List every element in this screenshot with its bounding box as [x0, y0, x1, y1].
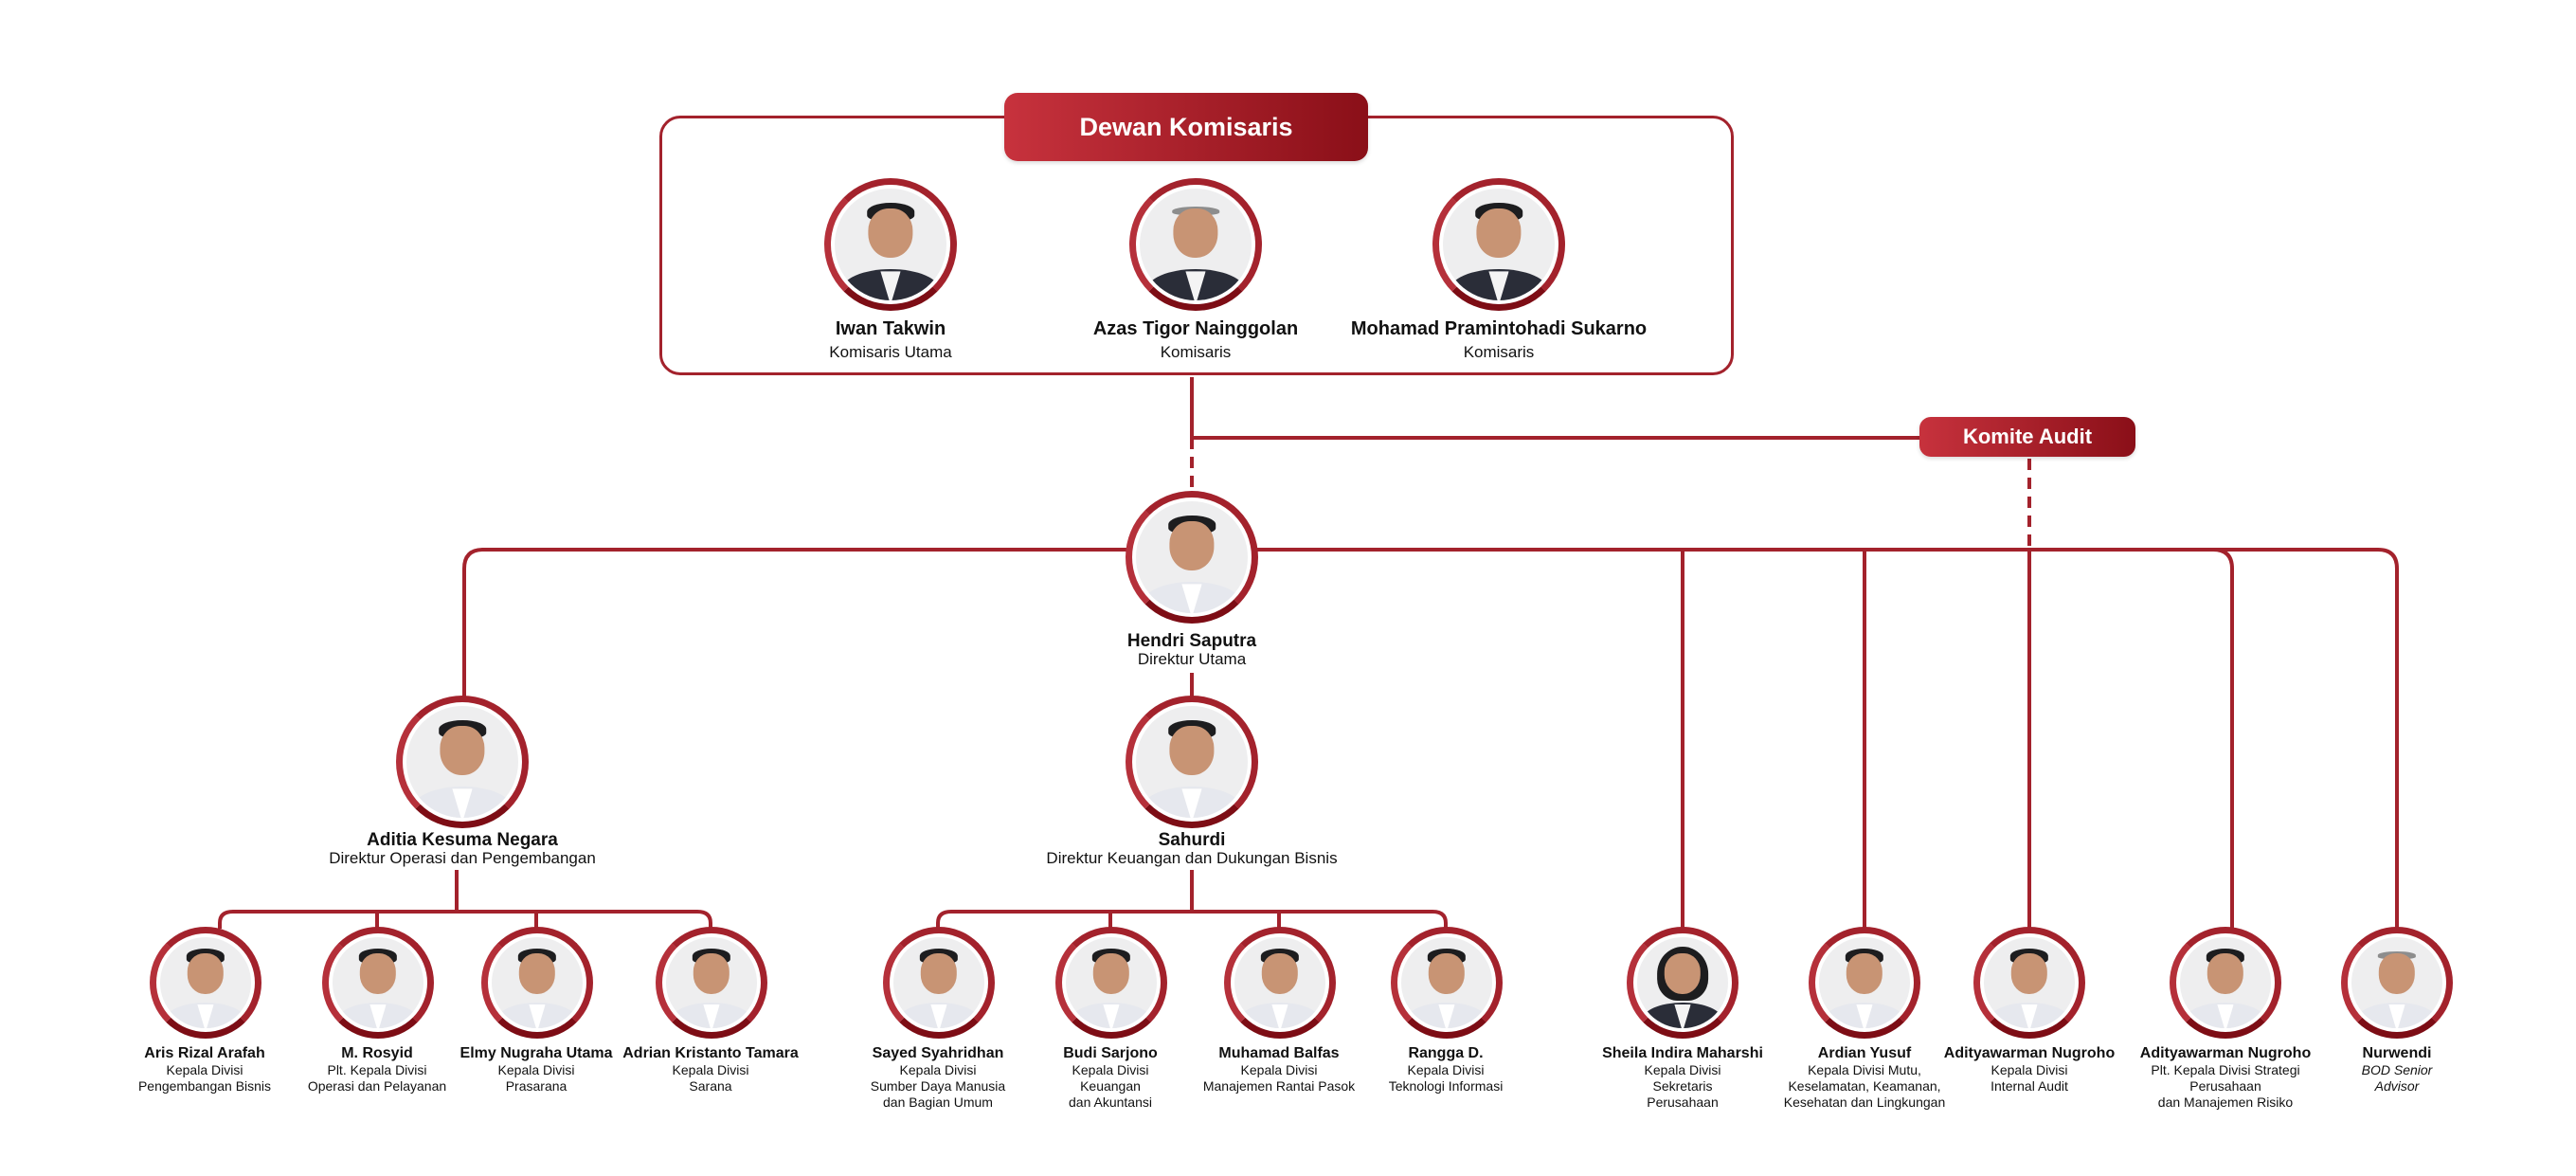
line-div-strategi [2212, 548, 2234, 929]
role-sayed-syahridhan: Kepala Divisi Sumber Daya Manusia dan Ba… [870, 1062, 1006, 1110]
role-iwan-takwin: Komisaris Utama [829, 343, 952, 361]
name-sayed-syahridhan: Sayed Syahridhan [872, 1045, 1004, 1061]
line-main-right [1252, 548, 2399, 929]
avatar-sahurdi [1126, 696, 1258, 828]
role-elmy-nugraha-utama: Kepala Divisi Prasarana [497, 1062, 575, 1094]
name-mohamad-pramintohadi: Mohamad Pramintohadi Sukarno [1350, 318, 1648, 339]
avatar-iwan-takwin [824, 178, 957, 311]
avatar-muhamad-balfas [1224, 927, 1336, 1039]
name-aditia-kesuma-negara: Aditia Kesuma Negara [367, 830, 558, 850]
name-adityawarman-nugroho-audit: Adityawarman Nugroho [1943, 1045, 2116, 1061]
role-budi-sarjono: Kepala Divisi Keuangan dan Akuntansi [1069, 1062, 1152, 1110]
role-adityawarman-nugroho-strategi: Plt. Kepala Divisi Strategi Perusahaan d… [2151, 1062, 2300, 1110]
name-rangga-d: Rangga D. [1408, 1045, 1484, 1061]
role-aris-rizal-arafah: Kepala Divisi Pengembangan Bisnis [137, 1062, 272, 1094]
avatar-hendri-saputra [1126, 491, 1258, 624]
role-sahurdi: Direktur Keuangan dan Dukungan Bisnis [1046, 849, 1338, 867]
avatar-adityawarman-nugroho-strategi [2170, 927, 2281, 1039]
avatar-elmy-nugraha-utama [481, 927, 593, 1039]
name-adityawarman-nugroho-strategi: Adityawarman Nugroho [2139, 1045, 2312, 1061]
avatar-adrian-kristanto-tamara [656, 927, 767, 1039]
line-sahurdi-divs [936, 870, 1448, 929]
name-sahurdi: Sahurdi [1158, 830, 1226, 850]
line-board-audit [1190, 377, 1923, 440]
role-rangga-d: Kepala Divisi Teknologi Informasi [1388, 1062, 1504, 1094]
line-main-left [462, 548, 1133, 703]
name-muhamad-balfas: Muhamad Balfas [1218, 1045, 1340, 1061]
avatar-rangga-d [1391, 927, 1503, 1039]
avatar-mohamad-pramintohadi [1432, 178, 1565, 311]
name-sheila-indira-maharshi: Sheila Indira Maharshi [1602, 1045, 1763, 1061]
avatar-aris-rizal-arafah [150, 927, 261, 1039]
name-adrian-kristanto-tamara: Adrian Kristanto Tamara [622, 1045, 799, 1061]
avatar-aditia-kesuma-negara [396, 696, 529, 828]
role-sheila-indira-maharshi: Kepala Divisi Sekretaris Perusahaan [1644, 1062, 1721, 1110]
avatar-adityawarman-nugroho-audit [1973, 927, 2085, 1039]
name-m-rosyid: M. Rosyid [341, 1045, 413, 1061]
name-iwan-takwin: Iwan Takwin [835, 318, 946, 339]
role-m-rosyid: Plt. Kepala Divisi Operasi dan Pelayanan [307, 1062, 447, 1094]
role-muhamad-balfas: Kepala Divisi Manajemen Rantai Pasok [1202, 1062, 1356, 1094]
role-azas-tigor: Komisaris [1160, 343, 1232, 361]
role-adityawarman-nugroho-audit: Kepala Divisi Internal Audit [1991, 1062, 2068, 1094]
avatar-sayed-syahridhan [883, 927, 995, 1039]
dewan-komisaris-title: Dewan Komisaris [1004, 93, 1368, 161]
role-ardian-yusuf: Kepala Divisi Mutu, Keselamatan, Keamana… [1783, 1062, 1946, 1110]
avatar-m-rosyid [322, 927, 434, 1039]
komite-audit-badge: Komite Audit [1919, 417, 2135, 457]
role-adrian-kristanto-tamara: Kepala Divisi Sarana [672, 1062, 749, 1094]
avatar-sheila-indira-maharshi [1627, 927, 1738, 1039]
name-budi-sarjono: Budi Sarjono [1063, 1045, 1158, 1061]
name-ardian-yusuf: Ardian Yusuf [1817, 1045, 1912, 1061]
role-hendri-saputra: Direktur Utama [1137, 650, 1247, 668]
name-elmy-nugraha-utama: Elmy Nugraha Utama [459, 1045, 613, 1061]
avatar-budi-sarjono [1055, 927, 1167, 1039]
name-azas-tigor: Azas Tigor Nainggolan [1092, 318, 1299, 339]
role-mohamad-pramintohadi: Komisaris [1463, 343, 1535, 361]
role-aditia-kesuma-negara: Direktur Operasi dan Pengembangan [329, 849, 596, 867]
avatar-nurwendi [2341, 927, 2453, 1039]
role-nurwendi: BOD Senior Advisor [2361, 1062, 2433, 1094]
name-aris-rizal-arafah: Aris Rizal Arafah [144, 1045, 265, 1061]
line-aditia-divs [218, 870, 712, 929]
avatar-azas-tigor [1129, 178, 1262, 311]
name-nurwendi: Nurwendi [2362, 1045, 2432, 1061]
name-hendri-saputra: Hendri Saputra [1126, 631, 1257, 651]
avatar-ardian-yusuf [1809, 927, 1920, 1039]
